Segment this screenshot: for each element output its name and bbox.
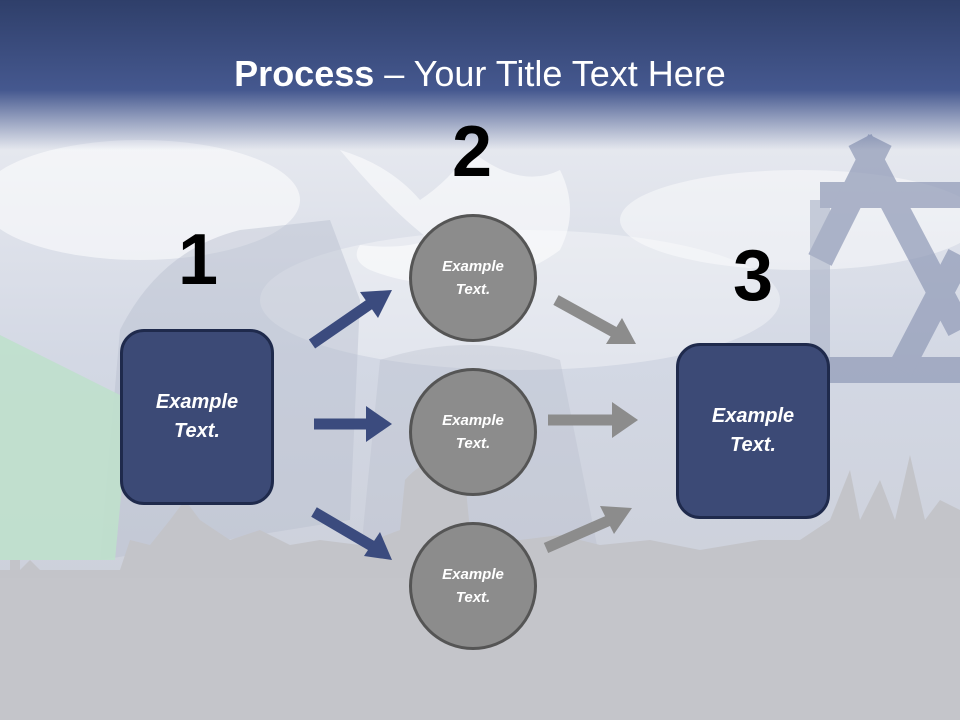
step-number-2: 2 xyxy=(451,112,493,192)
arrow-left-middle xyxy=(314,406,392,442)
step-3-box-line2: Text. xyxy=(730,434,776,456)
circle-bottom-line2: Text. xyxy=(455,589,491,606)
step-1-box[interactable]: Example Text. xyxy=(120,329,274,505)
step-2-circle-bottom[interactable]: Example Text. xyxy=(409,522,537,650)
circle-middle-line1: Example xyxy=(442,412,504,429)
slide-title: Process – Your Title Text Here xyxy=(0,52,960,96)
step-2-circle-top[interactable]: Example Text. xyxy=(409,214,537,342)
circle-bottom-line1: Example xyxy=(442,566,504,583)
step-3-box-line1: Example xyxy=(711,405,795,427)
slide-title-rest: – Your Title Text Here xyxy=(374,53,726,94)
step-3-box[interactable]: Example Text. xyxy=(676,343,830,519)
title-bar xyxy=(0,0,960,150)
step-number-3: 3 xyxy=(732,236,774,316)
arrow-right-up xyxy=(543,506,632,554)
arrow-left-down xyxy=(311,507,392,560)
arrow-left-up xyxy=(308,290,392,349)
arrow-right-middle xyxy=(548,402,638,438)
step-1-box-line1: Example xyxy=(155,391,239,413)
slide-title-strong: Process xyxy=(234,53,375,94)
circle-top-line1: Example xyxy=(442,258,504,275)
circle-middle-line2: Text. xyxy=(455,435,491,452)
arrow-right-down xyxy=(553,295,636,344)
step-1-box-line2: Text. xyxy=(174,420,220,442)
step-2-circle-middle[interactable]: Example Text. xyxy=(409,368,537,496)
step-number-1: 1 xyxy=(177,220,219,300)
circle-top-line2: Text. xyxy=(455,281,491,298)
